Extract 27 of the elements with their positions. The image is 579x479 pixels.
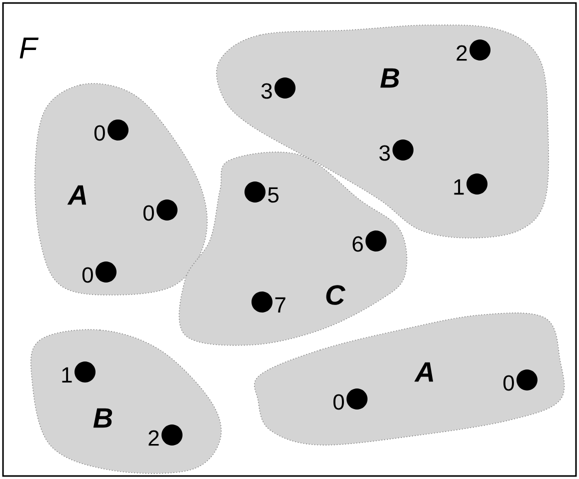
dot bbox=[108, 120, 128, 140]
dot bbox=[392, 140, 414, 160]
dot bbox=[156, 200, 178, 220]
dot-number: 0 bbox=[503, 375, 514, 391]
dot-number: 1 bbox=[62, 367, 72, 383]
dot-number: 3 bbox=[261, 83, 272, 99]
dot bbox=[346, 388, 368, 410]
dot bbox=[74, 362, 96, 382]
dot-number: 7 bbox=[275, 297, 286, 313]
dot bbox=[274, 78, 296, 98]
dot bbox=[244, 182, 266, 202]
dot-number: 0 bbox=[82, 267, 93, 283]
dot bbox=[466, 174, 488, 194]
dot bbox=[252, 292, 272, 312]
dot-number: 2 bbox=[148, 430, 159, 446]
dot-number: 6 bbox=[352, 236, 363, 252]
dot-number: 1 bbox=[454, 179, 464, 195]
dot bbox=[516, 370, 538, 390]
dot-number: 0 bbox=[333, 394, 344, 410]
dot-number: 0 bbox=[143, 205, 154, 221]
dot bbox=[96, 262, 116, 282]
dot bbox=[366, 230, 386, 252]
dot-number: 5 bbox=[268, 187, 278, 203]
dot-number: 0 bbox=[94, 125, 105, 141]
dot-number: 2 bbox=[456, 45, 467, 61]
dot bbox=[470, 40, 490, 60]
dot bbox=[162, 424, 182, 446]
